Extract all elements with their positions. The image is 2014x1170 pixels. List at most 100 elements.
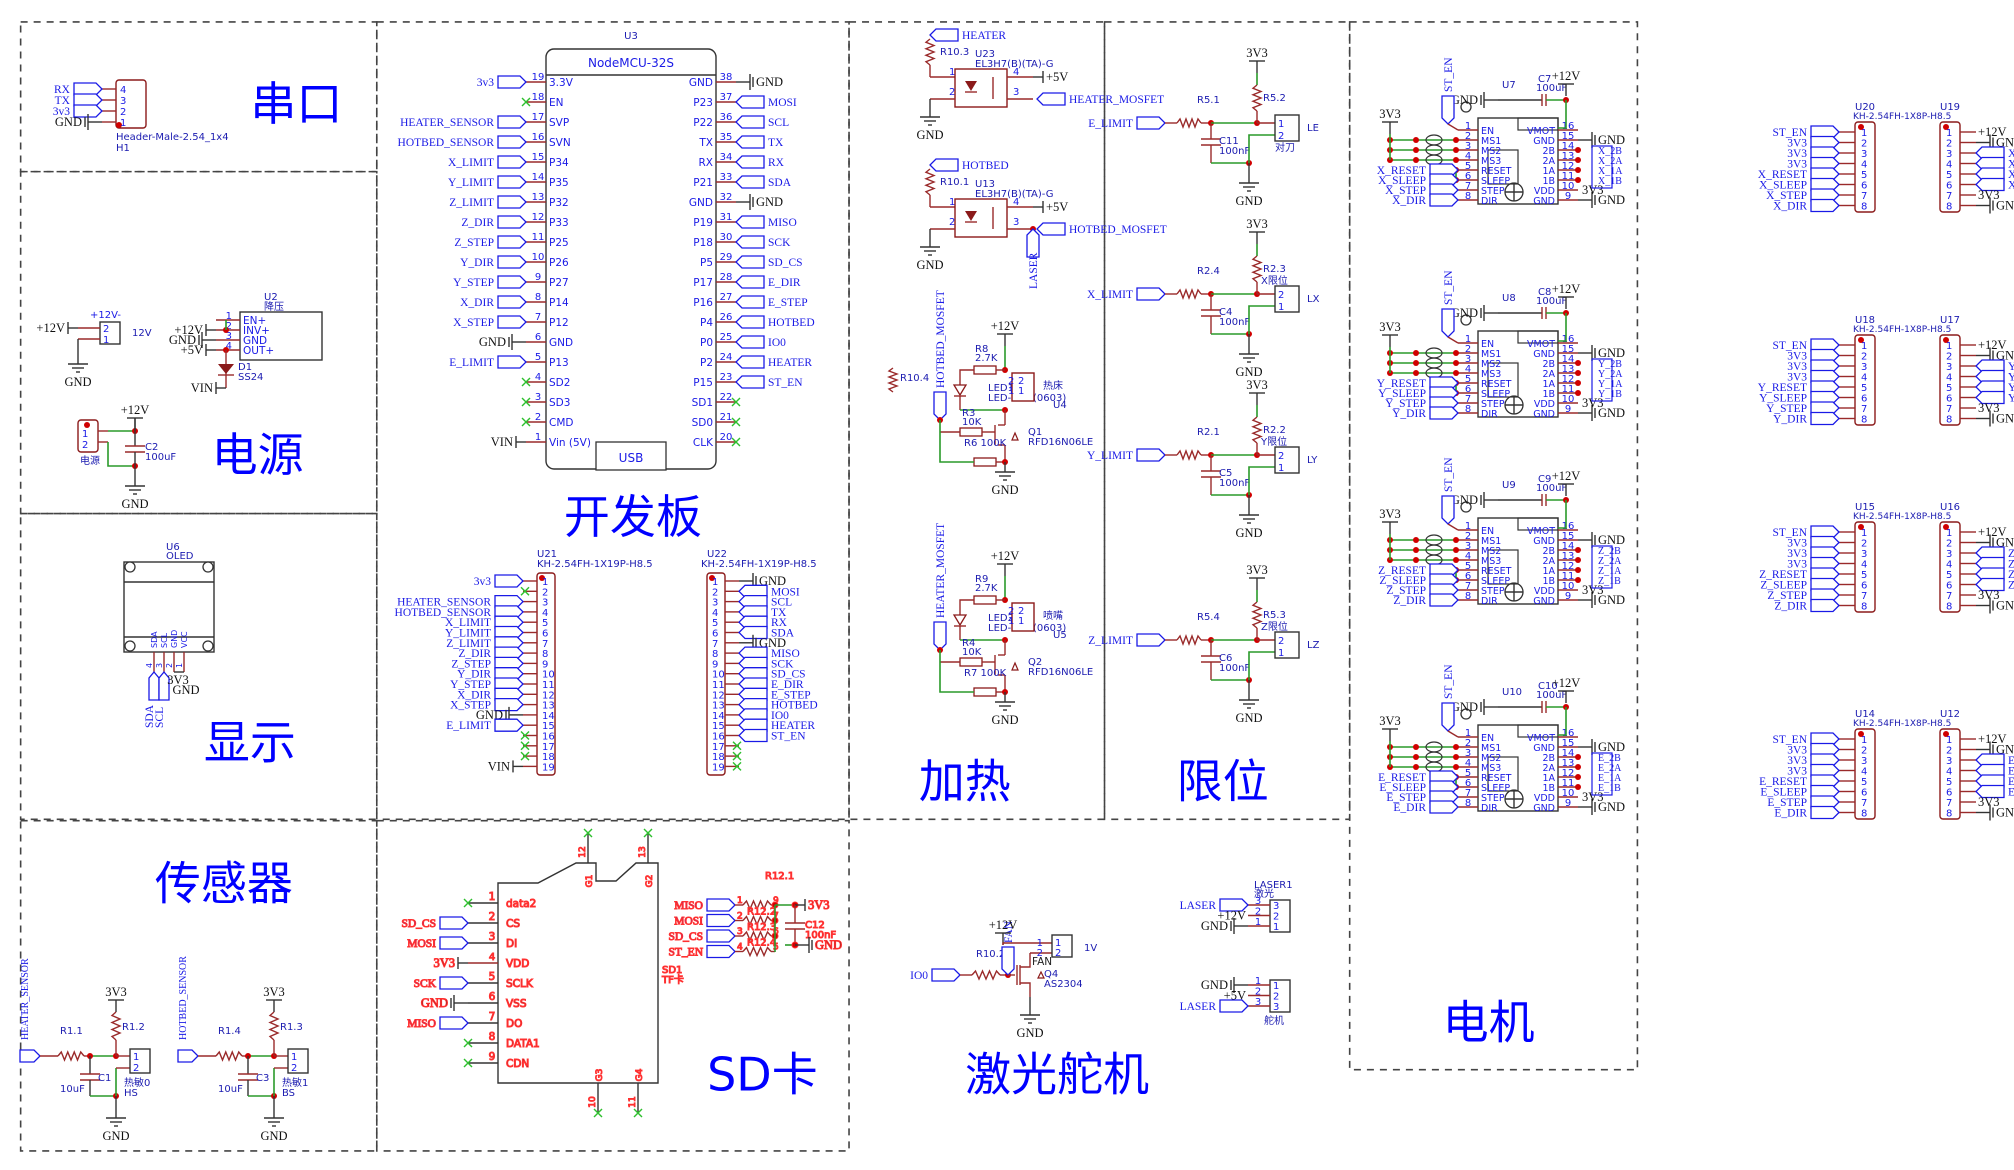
net-label: Z_STEP xyxy=(1386,585,1426,597)
port-flag xyxy=(439,976,469,990)
power-label: 3V3 xyxy=(1582,183,1604,197)
pin-name: SLEEP xyxy=(1481,176,1510,187)
pin-number: 8 xyxy=(1465,191,1471,202)
pin-number: 15 xyxy=(542,721,555,732)
thermistor-connector xyxy=(129,1048,151,1074)
pin-name: GND xyxy=(1533,743,1555,754)
wire xyxy=(1558,313,1567,342)
pin-number: 1 xyxy=(1946,128,1952,139)
port-flag xyxy=(735,315,765,329)
part-ref: R5.4 xyxy=(1197,612,1220,623)
pin-number: 1 xyxy=(535,432,541,443)
pin-number: 13 xyxy=(712,701,725,712)
pin-number: 6 xyxy=(1465,171,1471,182)
ground-label: GND xyxy=(1451,700,1478,714)
connector-body xyxy=(129,1048,151,1074)
part-ref: U13 xyxy=(975,179,995,190)
pin-name: VDD xyxy=(1534,586,1555,597)
resistor xyxy=(215,1050,243,1062)
pin-number: 1 xyxy=(1946,735,1952,746)
part-ref: 喷嘴 xyxy=(1043,610,1063,622)
pin-number: 14 xyxy=(1562,541,1575,552)
net-label: SCL xyxy=(771,597,792,609)
pin-number: 8 xyxy=(1465,591,1471,602)
junction-dot xyxy=(1575,177,1581,183)
resistor-zigzag xyxy=(1251,416,1263,444)
pin-number: 16 xyxy=(1562,521,1575,532)
net-port-miso: MISO xyxy=(735,215,797,229)
junction-dot xyxy=(1575,774,1581,780)
pin-number: 6 xyxy=(1946,394,1952,405)
pin-name: 3.3V xyxy=(549,77,574,89)
power-symbol: +12V xyxy=(1552,69,1580,96)
power-symbol: +12V xyxy=(1552,676,1580,703)
pin-number: 5 xyxy=(1465,561,1471,572)
resistor xyxy=(742,914,772,927)
port-flag xyxy=(497,75,527,89)
header-body xyxy=(1854,121,1876,213)
body-diode-icon xyxy=(1011,431,1019,441)
pin-number: 9 xyxy=(1565,191,1571,202)
pin-number: 16 xyxy=(532,132,545,143)
net-label: X_1A xyxy=(1598,166,1623,177)
ground-label: GND xyxy=(1598,346,1625,360)
pin-number: 1 xyxy=(1018,616,1024,627)
pin-number: 19 xyxy=(712,762,725,773)
header-body xyxy=(1939,121,1961,213)
part-value: KH-2.54FH-1X8P-H8.5 xyxy=(1853,325,1951,335)
pin-number: 14 xyxy=(1562,354,1575,365)
section-frames xyxy=(19,21,1639,1152)
net-port-3v3: 3V3 xyxy=(1787,763,1840,778)
part-value: 100nF xyxy=(1219,146,1250,157)
wire xyxy=(939,420,974,463)
net-port-st-en: ST_EN xyxy=(1441,57,1455,125)
capacitor xyxy=(1201,655,1221,663)
power-symbol: 3V3 xyxy=(1379,320,1401,347)
pin-number: 16 xyxy=(1562,121,1575,132)
pin-name: VDD xyxy=(1534,399,1555,410)
section-title-sdcard: SD卡 xyxy=(707,1047,818,1101)
net-label: 3v3 xyxy=(474,576,492,588)
ground-symbol: GND xyxy=(1578,132,1625,148)
wire xyxy=(1248,466,1275,495)
part-ref: R2.1 xyxy=(1197,427,1220,438)
net-label: Y_2B xyxy=(1598,359,1622,370)
header-body xyxy=(1939,728,1961,820)
nc-stroke xyxy=(593,1108,603,1118)
port-flag xyxy=(706,898,736,912)
junction-dot xyxy=(1413,350,1419,356)
ground-label: GND xyxy=(64,375,91,389)
power-symbol: +12V xyxy=(991,319,1019,346)
power-label: 3V3 xyxy=(1978,188,2000,202)
part-ref: LZ xyxy=(1307,640,1320,651)
no-connect-mark xyxy=(593,1108,603,1118)
pin-name: P12 xyxy=(549,317,569,329)
junction-dot xyxy=(1453,350,1459,356)
part-ref: U14 xyxy=(1855,709,1875,720)
part-ref: U16 xyxy=(1940,502,1960,513)
driver-chip xyxy=(1487,549,1519,585)
pin-header-u15: U15KH-2.54FH-1X8P-H8.51ST_EN23V333V343V3… xyxy=(1759,502,1951,613)
pin-number: 7 xyxy=(489,1011,496,1023)
ground-symbol: GND xyxy=(1451,92,1498,108)
pin-number: 17 xyxy=(542,742,555,753)
wire xyxy=(1558,707,1567,736)
pin-number: 6 xyxy=(542,629,548,640)
pin-number: 7 xyxy=(1465,394,1471,405)
part-ref: C10 xyxy=(1538,681,1558,692)
net-port-tx: TX xyxy=(55,93,103,107)
power-label: 3V3 xyxy=(1978,401,2000,415)
net-port-miso: MISO xyxy=(674,898,736,913)
pin-name: P19 xyxy=(693,217,713,229)
net-label: MOSI xyxy=(674,916,703,928)
pin-number: 16 xyxy=(712,732,725,743)
pin-name: MS2 xyxy=(1481,546,1501,557)
pin-number: 4 xyxy=(542,608,548,619)
no-connect-mark xyxy=(732,761,742,771)
pin-number: 1 xyxy=(103,335,109,346)
connector-body xyxy=(1274,631,1300,659)
part-value: 100nF xyxy=(1219,478,1250,489)
